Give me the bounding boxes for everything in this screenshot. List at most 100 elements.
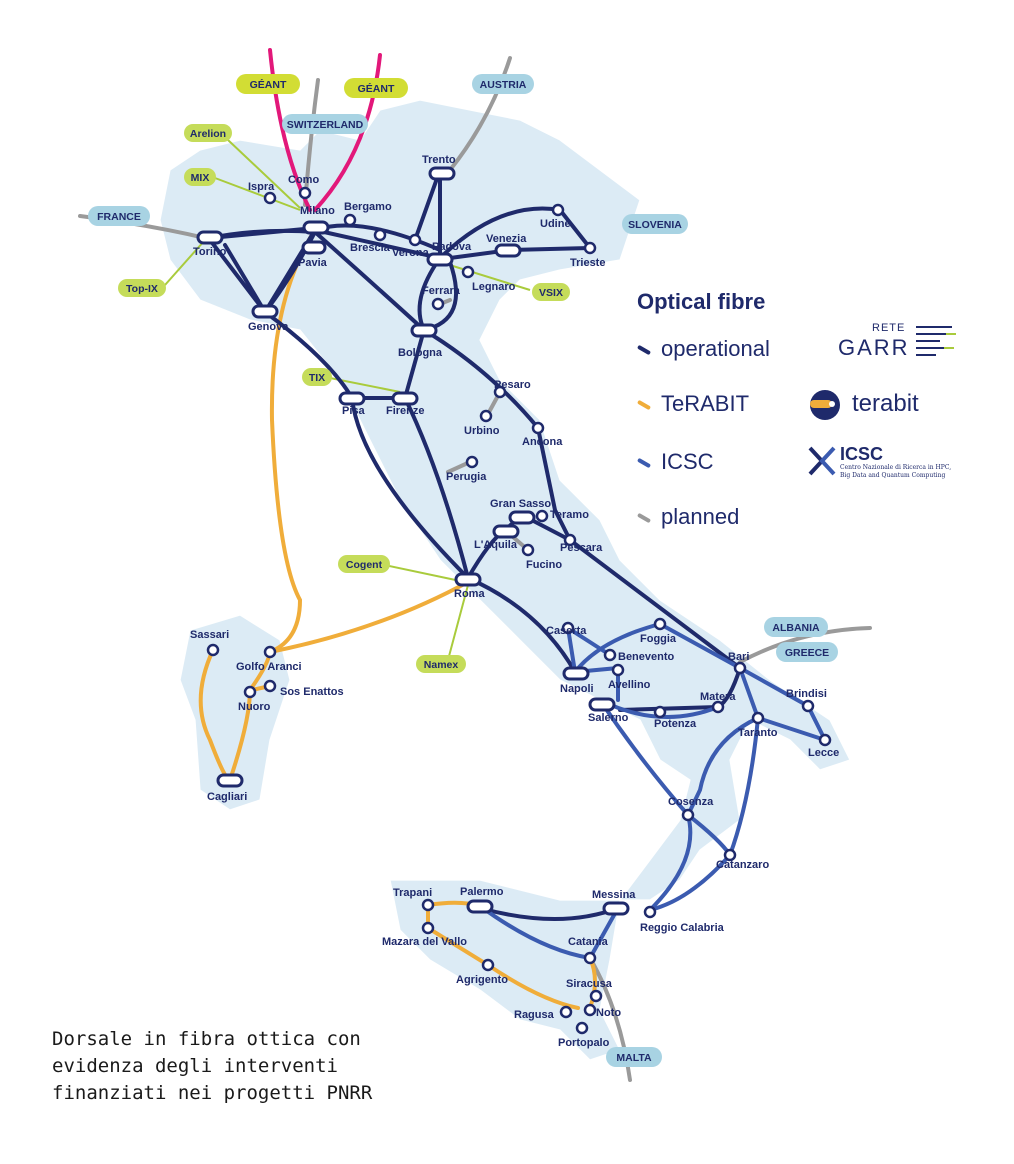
node-milano (302, 220, 330, 235)
svg-text:GÉANT: GÉANT (250, 78, 287, 91)
label-roma: Roma (454, 588, 485, 600)
node-pisa (338, 391, 366, 406)
garr-lines-icon (916, 326, 956, 356)
svg-text:TIX: TIX (309, 372, 325, 384)
label-avellino: Avellino (608, 679, 651, 691)
geant-link-2 (313, 53, 382, 212)
node-napoli (562, 666, 590, 681)
node-cagliari (216, 773, 244, 788)
label-como: Como (288, 174, 319, 186)
label-mazara: Mazara del Vallo (382, 936, 467, 948)
label-bari: Bari (728, 651, 749, 663)
tag-cogent: Cogent (338, 555, 390, 573)
label-bergamo: Bergamo (344, 201, 392, 213)
label-pescara: Pescara (560, 542, 603, 554)
legend-swatch-operational (636, 344, 652, 356)
label-reggio: Reggio Calabria (640, 922, 725, 934)
label-ispra: Ispra (248, 181, 275, 193)
label-nuoro: Nuoro (238, 701, 271, 713)
svg-text:Top-IX: Top-IX (126, 283, 158, 295)
node-genova (251, 304, 279, 319)
label-noto: Noto (596, 1007, 621, 1019)
legend-item-operational: operational (636, 336, 770, 362)
label-fucino: Fucino (526, 559, 562, 571)
label-portopalo: Portopalo (558, 1037, 610, 1049)
svg-text:GÉANT: GÉANT (358, 82, 395, 95)
node-palermo (466, 899, 494, 914)
tag-topix: Top-IX (118, 279, 166, 297)
legend-item-terabit: TeRABIT (636, 391, 749, 417)
label-siracusa: Siracusa (566, 978, 613, 990)
legend-swatch-terabit (636, 399, 652, 411)
svg-text:FRANCE: FRANCE (97, 211, 141, 223)
node-bologna (410, 323, 438, 338)
terabit-mark-icon (810, 390, 840, 420)
label-taranto: Taranto (738, 727, 778, 739)
node-firenze (391, 391, 419, 406)
label-trapani: Trapani (393, 887, 432, 899)
node-roma (454, 572, 482, 587)
svg-text:ALBANIA: ALBANIA (772, 622, 820, 634)
node-laquila (492, 524, 520, 539)
label-caserta: Caserta (546, 625, 587, 637)
node-padova (426, 252, 454, 267)
nodes (196, 166, 832, 1035)
tag-france: FRANCE (88, 206, 150, 226)
label-catanzaro: Catanzaro (716, 859, 769, 871)
tag-switzerland: SWITZERLAND (282, 114, 368, 134)
terabit-logo: terabit (808, 388, 953, 422)
node-gransasso (508, 510, 536, 525)
label-legnaro: Legnaro (472, 281, 516, 293)
label-foggia: Foggia (640, 633, 677, 645)
label-golfo: Golfo Aranci (236, 661, 302, 673)
svg-text:SWITZERLAND: SWITZERLAND (287, 119, 364, 131)
tag-arelion: Arelion (184, 124, 232, 142)
legend-item-icsc: ICSC (636, 449, 714, 475)
label-cagliari: Cagliari (207, 791, 247, 803)
label-genova: Genova (248, 321, 289, 333)
label-palermo: Palermo (460, 886, 504, 898)
node-torino (196, 230, 224, 245)
garr-logo: RETE GARR (838, 322, 958, 364)
tag-malta: MALTA (606, 1047, 662, 1067)
italy-mainland (159, 99, 851, 901)
label-teramo: Teramo (550, 509, 589, 521)
label-ragusa: Ragusa (514, 1009, 555, 1021)
label-sassari: Sassari (190, 629, 229, 641)
label-lecce: Lecce (808, 747, 839, 759)
tag-mix: MIX (184, 168, 216, 186)
svg-text:VSIX: VSIX (539, 287, 563, 299)
tag-albania: ALBANIA (764, 617, 828, 637)
svg-text:GREECE: GREECE (785, 647, 829, 659)
label-milano: Milano (300, 205, 335, 217)
label-salerno: Salerno (588, 712, 629, 724)
label-pavia: Pavia (298, 257, 328, 269)
label-laquila: L'Aquila (474, 539, 518, 551)
label-potenza: Potenza (654, 718, 697, 730)
label-venezia: Venezia (486, 233, 527, 245)
label-matera: Matera (700, 691, 736, 703)
label-messina: Messina (592, 889, 636, 901)
label-ferrara: Ferrara (422, 285, 461, 297)
tag-geant-2: GÉANT (344, 78, 408, 98)
tag-vsix: VSIX (532, 283, 570, 301)
svg-text:AUSTRIA: AUSTRIA (480, 79, 527, 91)
map-caption: Dorsale in fibra ottica con evidenza deg… (52, 1028, 373, 1104)
node-pavia (301, 240, 327, 255)
icsc-logo: ICSC Centro Nazionale di Ricerca in HPC,… (808, 444, 968, 482)
svg-text:Namex: Namex (424, 659, 459, 671)
node-messina (602, 901, 630, 916)
svg-text:Arelion: Arelion (190, 128, 226, 140)
label-perugia: Perugia (446, 471, 487, 483)
icsc-mark-icon (808, 446, 836, 476)
label-sosenattos: Sos Enattos (280, 686, 344, 698)
label-gransasso: Gran Sasso (490, 498, 551, 510)
tag-tix: TIX (302, 368, 332, 386)
node-salerno (588, 697, 616, 712)
legend-item-planned: planned (636, 504, 739, 530)
label-pisa: Pisa (342, 405, 366, 417)
label-udine: Udine (540, 218, 571, 230)
legend-swatch-planned (636, 512, 652, 524)
tag-namex: Namex (416, 655, 466, 673)
